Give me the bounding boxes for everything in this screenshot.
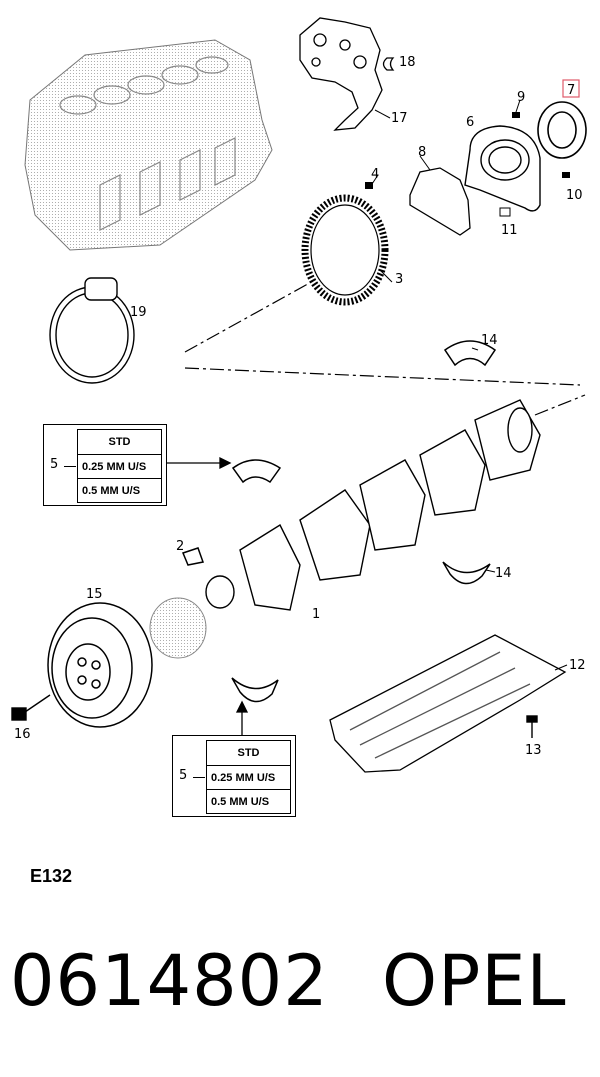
callout-2: 2 xyxy=(176,539,184,554)
table-row-025: 0.25 MM U/S xyxy=(207,765,290,789)
diagram-reference-code: E132 xyxy=(30,866,73,886)
table-dash xyxy=(64,466,76,467)
rear-engine-plate xyxy=(299,17,383,131)
oil-pan-bolt xyxy=(526,715,538,738)
callout-14a: 14 xyxy=(481,333,498,348)
callout-12: 12 xyxy=(569,658,586,673)
callout-17: 17 xyxy=(391,111,408,126)
callout-8: 8 xyxy=(418,145,426,160)
rear-oil-seal xyxy=(537,101,587,159)
timing-sprocket xyxy=(149,597,207,659)
engine-block xyxy=(24,39,273,251)
table-number: 5 xyxy=(50,457,59,472)
callout-6: 6 xyxy=(466,115,474,130)
assembly-axis-lines xyxy=(184,279,586,416)
part-number: 0614802 xyxy=(10,940,329,1022)
callout-10: 10 xyxy=(566,188,583,203)
callout-9: 9 xyxy=(517,90,525,105)
table-rows: STD 0.25 MM U/S 0.5 MM U/S xyxy=(77,429,162,503)
callout-3: 3 xyxy=(395,272,403,287)
crankshaft-pulley xyxy=(47,602,153,728)
bearing-spec-table-lower: 5 STD 0.25 MM U/S 0.5 MM U/S xyxy=(172,735,296,817)
table-row-05: 0.5 MM U/S xyxy=(78,478,161,502)
hose-clamp xyxy=(49,277,135,384)
callout-15: 15 xyxy=(86,587,103,602)
table-row-05: 0.5 MM U/S xyxy=(207,789,290,813)
callout-11: 11 xyxy=(501,223,518,238)
callout-19: 19 xyxy=(130,305,147,320)
table-dash xyxy=(193,777,205,778)
retaining-clip xyxy=(382,57,395,71)
exploded-parts-diagram: 1 2 3 4 6 7 8 9 10 11 12 13 14 14 15 16 … xyxy=(11,17,587,773)
housing-gasket xyxy=(409,167,471,236)
table-row-std: STD xyxy=(237,747,260,759)
callout-1: 1 xyxy=(312,607,320,622)
flywheel-ring-gear xyxy=(301,194,389,306)
table-arrows xyxy=(165,456,249,738)
highlight-box-7 xyxy=(562,79,580,98)
bearing-spec-table-upper: 5 STD 0.25 MM U/S 0.5 MM U/S xyxy=(43,424,167,506)
table-number: 5 xyxy=(179,768,188,783)
callout-16: 16 xyxy=(14,727,31,742)
callout-7: 7 xyxy=(567,83,575,98)
leader-lines xyxy=(371,99,568,671)
bearing-shells xyxy=(181,340,497,703)
brand-name: OPEL xyxy=(382,940,567,1022)
pulley-bolt xyxy=(11,694,51,721)
callout-14b: 14 xyxy=(495,566,512,581)
table-row-std: STD xyxy=(108,436,131,448)
callout-13: 13 xyxy=(525,743,542,758)
oil-seal-housing xyxy=(464,125,541,212)
oil-baffle-plate xyxy=(329,634,567,773)
table-rows: STD 0.25 MM U/S 0.5 MM U/S xyxy=(206,740,291,814)
callout-numbers: 1 2 3 4 6 7 8 9 10 11 12 13 14 14 15 16 … xyxy=(14,55,586,758)
callout-18: 18 xyxy=(399,55,416,70)
crankshaft xyxy=(205,399,541,611)
table-row-025: 0.25 MM U/S xyxy=(78,454,161,478)
small-bolts xyxy=(365,112,570,217)
callout-4: 4 xyxy=(371,167,379,182)
